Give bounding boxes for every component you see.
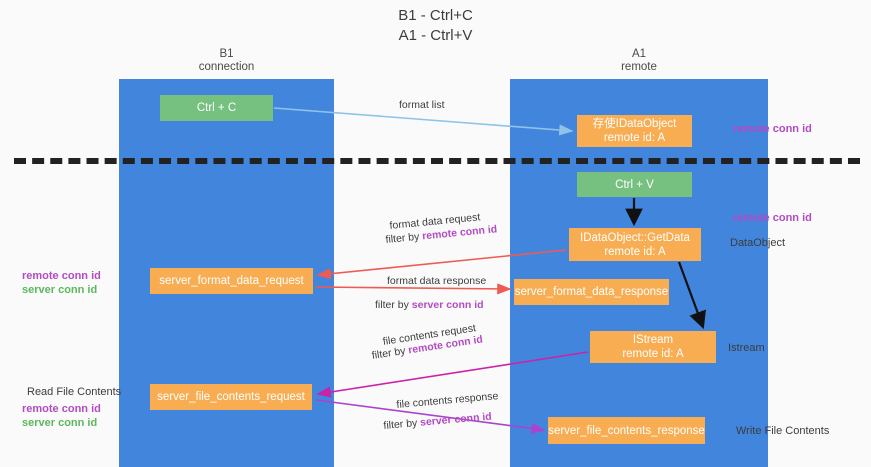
annotation-read-file-contents: Read File Contents xyxy=(27,386,122,398)
arrow-file-contents-response xyxy=(315,399,546,434)
annotation-istream: Istream xyxy=(728,342,765,354)
annotation-write-file-contents: Write File Contents xyxy=(736,425,830,437)
arrow-label-format-data-response-filter: filter by server conn id xyxy=(375,299,484,312)
annotation-left-conn-ids-1: remote conn id server conn id xyxy=(22,269,101,297)
filter-prefix: filter by xyxy=(385,230,423,246)
horizontal-divider xyxy=(14,158,860,164)
annotation-remote-conn-id-top: remote conn id xyxy=(733,123,812,135)
annotation-left-conn-ids-2: remote conn id server conn id xyxy=(22,402,101,430)
arrow-file-contents-request xyxy=(316,351,589,398)
arrow-label-format-list: format list xyxy=(399,99,445,112)
box-server-file-contents-request-label: server_file_contents_request xyxy=(157,391,305,403)
filter-key: server conn id xyxy=(411,299,484,311)
arrow-label-format-data-response: format data response xyxy=(387,275,486,288)
box-ctrl-v[interactable]: Ctrl + V xyxy=(577,172,692,197)
box-server-file-contents-response-label: server_file_contents_response xyxy=(548,424,705,437)
diagram-title-line-2: A1 - Ctrl+V xyxy=(398,27,473,44)
filter-prefix: filter by xyxy=(375,299,412,311)
annotation-left-remote-conn-id-1: remote conn id xyxy=(22,270,101,282)
annotation-left-remote-conn-id-2: remote conn id xyxy=(22,403,101,415)
column-header-b1: B1 connection xyxy=(119,48,334,74)
box-ctrl-c[interactable]: Ctrl + C xyxy=(160,95,273,121)
arrow-label-format-data-response-text: format data response xyxy=(387,275,487,287)
diagram-title: B1 - Ctrl+C A1 - Ctrl+V xyxy=(0,6,871,46)
box-istream[interactable]: IStream remote id: A xyxy=(590,331,716,363)
filter-prefix: filter by xyxy=(383,416,421,432)
arrow-label-format-list-text: format list xyxy=(399,99,445,111)
box-idataobject-getdata-title: IDataObject::GetData xyxy=(580,231,690,244)
box-server-format-data-response-label: server_format_data_response xyxy=(514,286,669,298)
box-server-format-data-request[interactable]: server_format_data_request xyxy=(150,268,313,294)
box-ctrl-v-label: Ctrl + V xyxy=(615,178,654,191)
box-ctrl-c-label: Ctrl + C xyxy=(196,102,237,114)
box-idataobject-title: 存使IDataObject xyxy=(592,118,677,130)
arrow-format-list xyxy=(273,107,574,136)
diagram-title-line-1: B1 - Ctrl+C xyxy=(398,7,473,24)
box-idataobject[interactable]: 存使IDataObject remote id: A xyxy=(577,115,692,147)
box-server-format-data-response[interactable]: server_format_data_response xyxy=(514,279,669,305)
box-idataobject-subtitle: remote id: A xyxy=(603,132,666,144)
annotation-dataobject: DataObject xyxy=(730,237,786,249)
column-header-b1-role: connection xyxy=(198,61,255,73)
box-idataobject-getdata[interactable]: IDataObject::GetData remote id: A xyxy=(569,228,701,261)
column-header-a1: A1 remote xyxy=(510,48,768,74)
arrow-getdata-to-istream xyxy=(677,261,706,330)
annotation-left-server-conn-id-1: server conn id xyxy=(22,284,98,296)
arrow-format-data-response xyxy=(315,283,512,295)
box-server-file-contents-request[interactable]: server_file_contents_request xyxy=(150,384,312,410)
column-header-a1-name: A1 xyxy=(631,48,647,60)
arrow-format-data-request xyxy=(316,249,567,280)
annotation-left-server-conn-id-2: server conn id xyxy=(22,417,98,429)
column-header-a1-role: remote xyxy=(621,61,657,73)
box-server-file-contents-response[interactable]: server_file_contents_response xyxy=(548,417,705,444)
box-istream-subtitle: remote id: A xyxy=(622,348,684,360)
box-idataobject-getdata-subtitle: remote id: A xyxy=(604,245,666,258)
annotation-remote-conn-id-mid: remote conn id xyxy=(733,212,812,224)
box-istream-title: IStream xyxy=(632,334,674,346)
box-server-format-data-request-label: server_format_data_request xyxy=(159,275,304,287)
column-header-b1-name: B1 xyxy=(219,48,234,60)
